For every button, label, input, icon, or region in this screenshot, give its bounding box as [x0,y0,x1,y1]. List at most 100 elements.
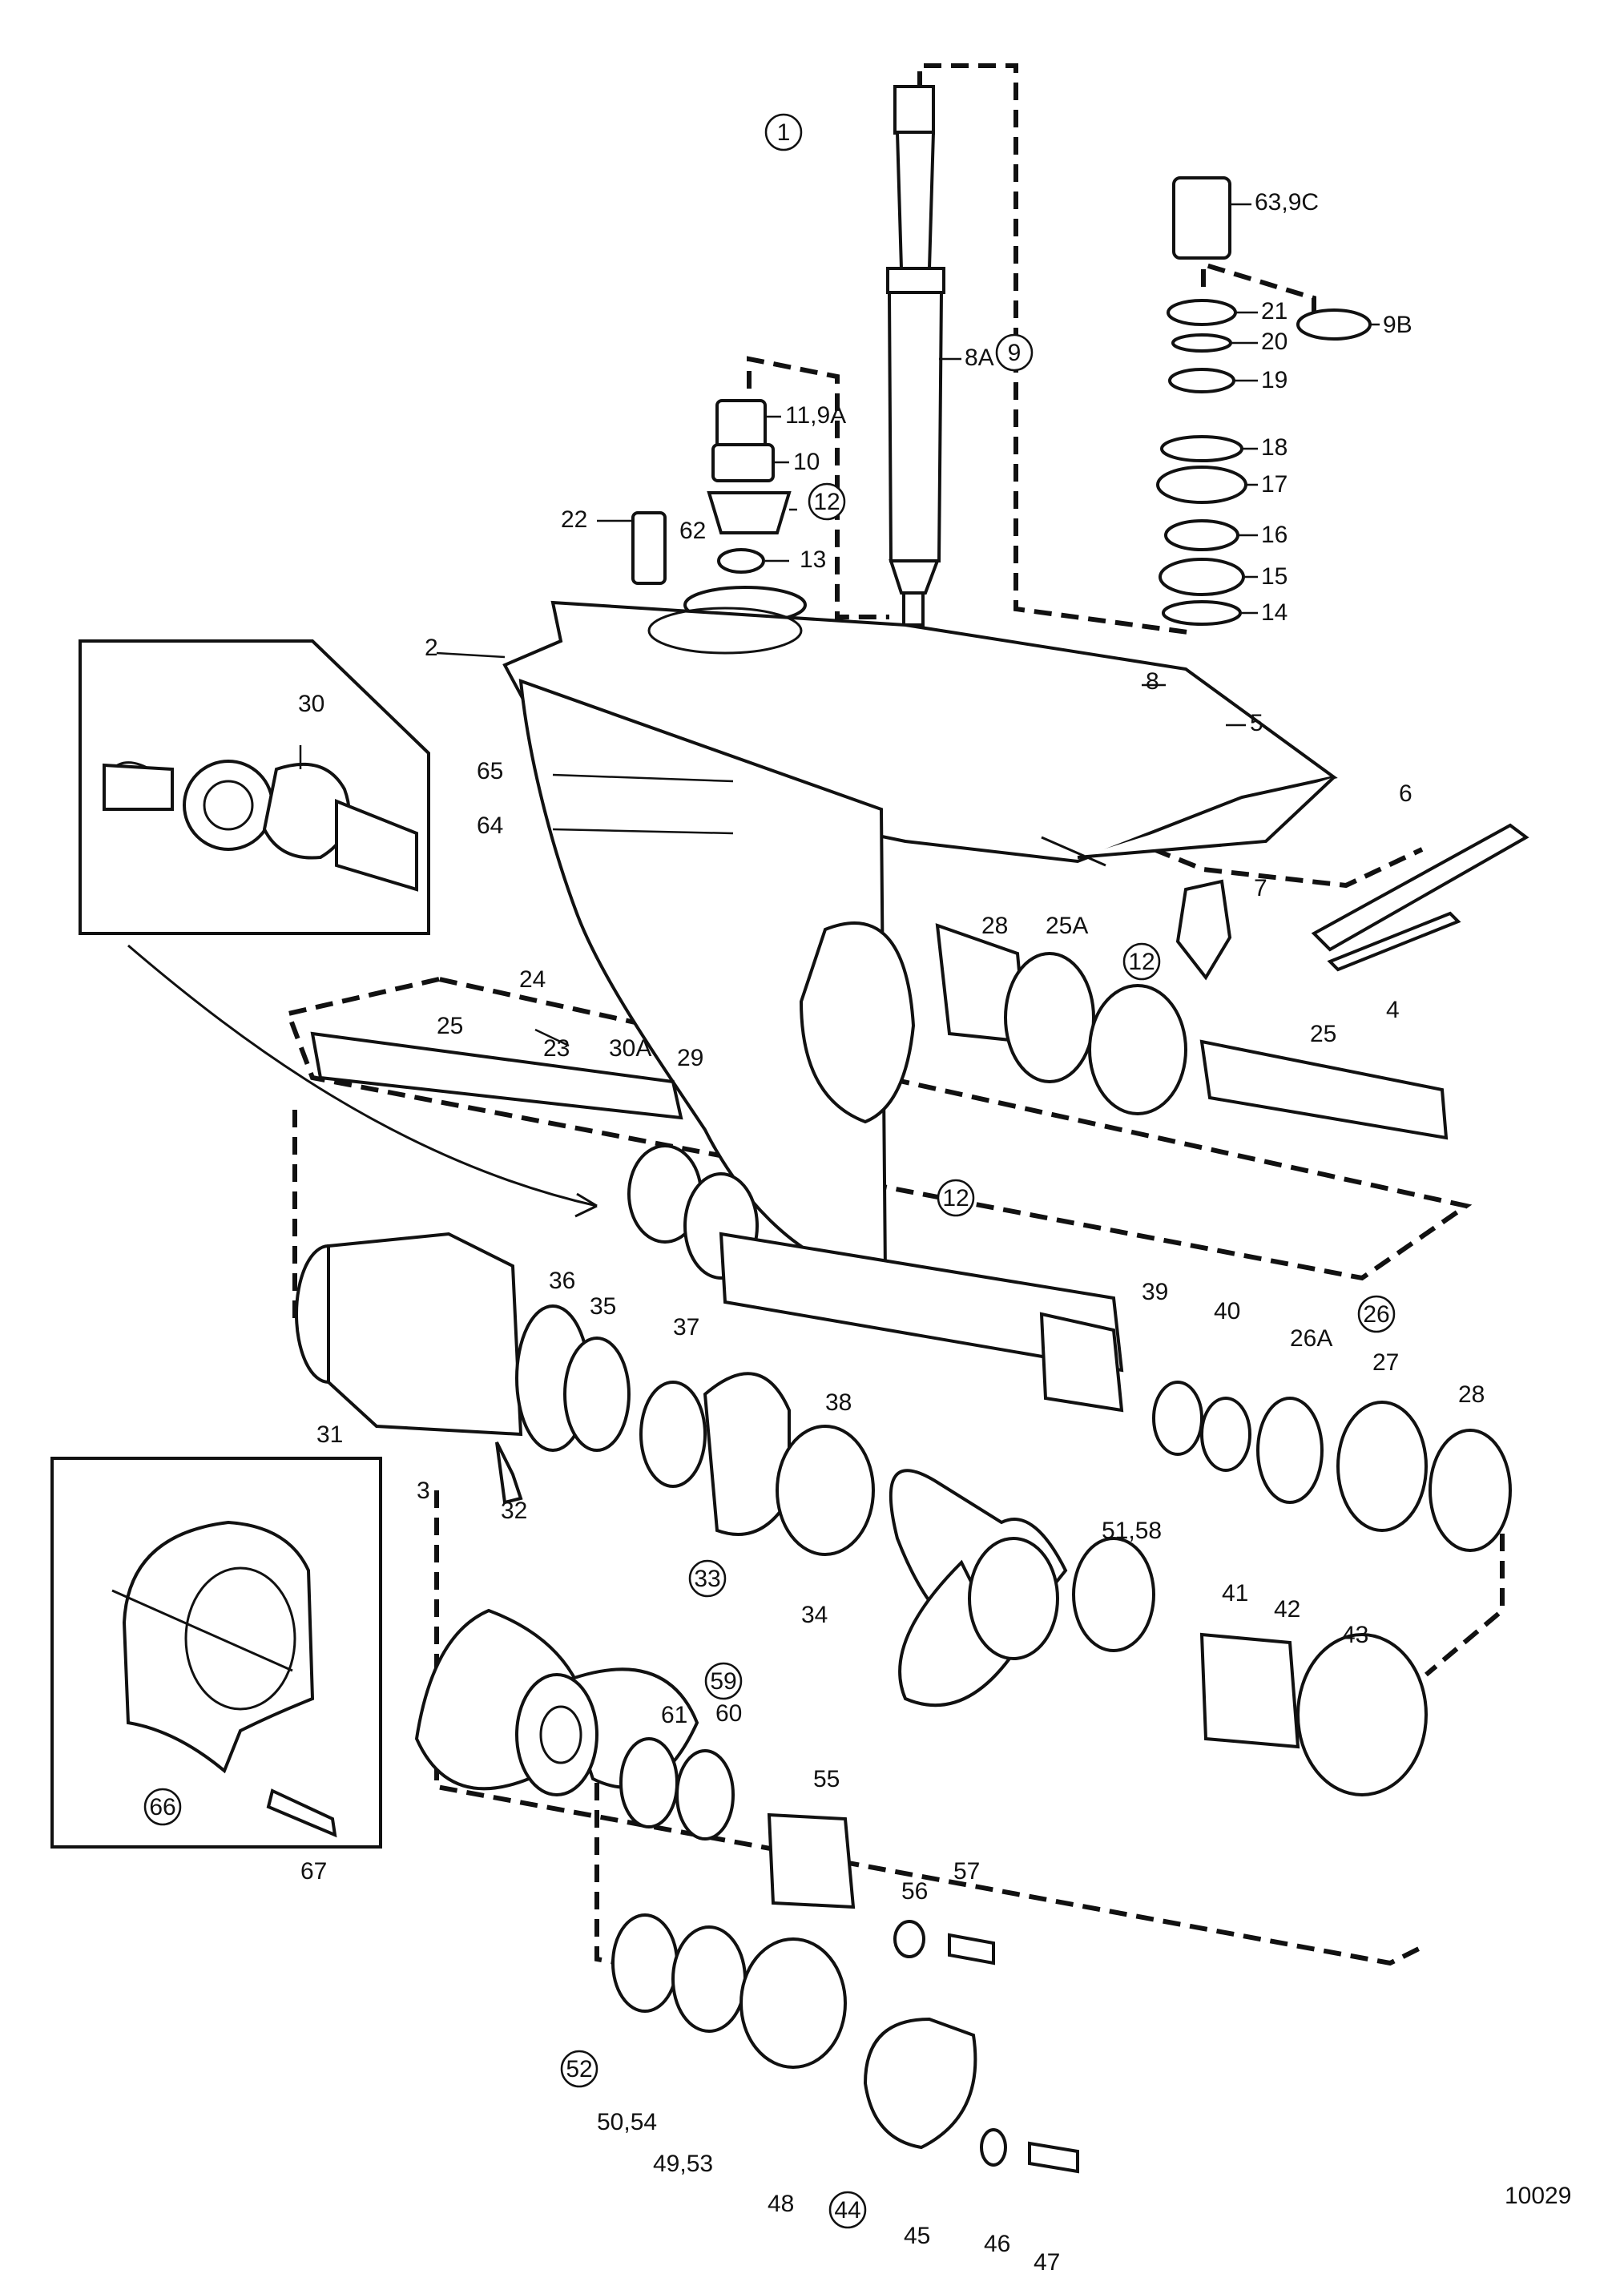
label-17: 17 [1261,471,1288,498]
label-circle [995,333,1034,372]
label-text: 66 [149,1794,175,1820]
label-38: 38 [825,1389,852,1416]
label-15: 15 [1261,563,1288,590]
label-14: 14 [1261,599,1288,626]
label-12_top: 12 [808,482,846,521]
label-text: 11,9A [785,402,846,429]
label-37: 37 [673,1314,699,1341]
label-6: 6 [1399,780,1412,807]
label-25_left: 25 [437,1013,463,1039]
label-text: 36 [549,1268,575,1294]
label-18: 18 [1261,434,1288,461]
label-text: 57 [953,1858,980,1885]
label-circle [808,482,846,521]
label-66: 66 [143,1788,182,1826]
label-text: 50,54 [597,2109,657,2135]
label-text: 65 [477,758,503,784]
hub-parts [611,1537,1428,2174]
label-text: 64 [477,812,503,839]
label-text: 31 [316,1421,343,1448]
label-text: 51,58 [1102,1518,1162,1544]
label-text: 38 [825,1389,852,1416]
label-21: 21 [1261,298,1288,325]
label-circle [1122,942,1161,981]
inset-66-detail [50,1457,382,1849]
label-text: 10 [793,449,820,475]
label-text: 49,53 [653,2151,713,2177]
label-text: 8A [965,345,994,371]
label-text: 16 [1261,522,1288,548]
label-text: 7 [1254,875,1267,901]
label-59: 59 [704,1662,743,1700]
label-3: 3 [417,1478,430,1504]
label-26: 26 [1357,1295,1396,1333]
label-12_mid: 12 [1122,942,1161,981]
label-text: 28 [1458,1381,1485,1408]
label-11_9a: 11,9A [785,402,846,429]
label-text: 25 [1310,1021,1336,1047]
propellers [414,1469,1068,1796]
propeller-shaft-assembly [310,923,1512,1552]
label-text: 39 [1142,1279,1168,1305]
label-62: 62 [679,518,706,544]
label-40: 40 [1214,1298,1240,1324]
label-65: 65 [477,758,503,784]
label-text: 59 [710,1668,736,1695]
label-text: 9 [1008,340,1022,366]
drawing-number: 10029 [1505,2183,1571,2209]
label-text: 17 [1261,471,1288,498]
label-31: 31 [316,1421,343,1448]
label-64: 64 [477,812,503,839]
leader-lines [436,203,1380,1047]
label-29: 29 [677,1045,703,1071]
label-text: 56 [901,1878,928,1905]
label-text: 21 [1261,298,1288,325]
label-text: 12 [1128,949,1155,975]
label-23: 23 [543,1035,570,1062]
bearing-carrier [295,1232,875,1556]
label-text: 33 [694,1566,720,1592]
label-52: 52 [560,2050,598,2088]
label-text: 25 [437,1013,463,1039]
label-text: 30A [609,1035,651,1062]
label-text: 44 [834,2197,860,2224]
label-text: 43 [1342,1622,1368,1648]
label-35: 35 [590,1293,616,1320]
label-text: 19 [1261,367,1288,393]
label-text: 28 [981,913,1008,939]
label-text: 41 [1222,1580,1248,1607]
label-9b: 9B [1383,312,1412,338]
label-60: 60 [715,1700,742,1727]
label-text: 24 [519,966,546,993]
label-48: 48 [768,2191,794,2217]
label-33: 33 [688,1559,727,1598]
label-55: 55 [813,1766,840,1792]
gear-housing [502,600,1338,1276]
label-63_9c: 63,9C [1255,189,1319,216]
vertical-drive-shaft [886,85,945,627]
label-circle [143,1788,182,1826]
label-text: 48 [768,2191,794,2217]
label-text: 26A [1290,1325,1332,1352]
label-text: 15 [1261,563,1288,590]
label-text: 32 [501,1498,527,1524]
label-56: 56 [901,1878,928,1905]
label-circle [937,1179,975,1217]
label-circle [688,1559,727,1598]
label-41: 41 [1222,1580,1248,1607]
upper-bearing-stack [1156,176,1372,626]
label-text: 55 [813,1766,840,1792]
label-text: 23 [543,1035,570,1062]
label-text: 46 [984,2231,1010,2257]
label-text: 9B [1383,312,1412,338]
label-42: 42 [1274,1596,1300,1623]
label-45: 45 [904,2223,930,2249]
label-text: 27 [1372,1349,1399,1376]
label-61: 61 [661,1702,687,1728]
label-7: 7 [1254,875,1267,901]
label-text: 45 [904,2223,930,2249]
label-text: 8 [1146,668,1159,695]
label-24: 24 [519,966,546,993]
label-36: 36 [549,1268,575,1294]
label-text: 42 [1274,1596,1300,1623]
